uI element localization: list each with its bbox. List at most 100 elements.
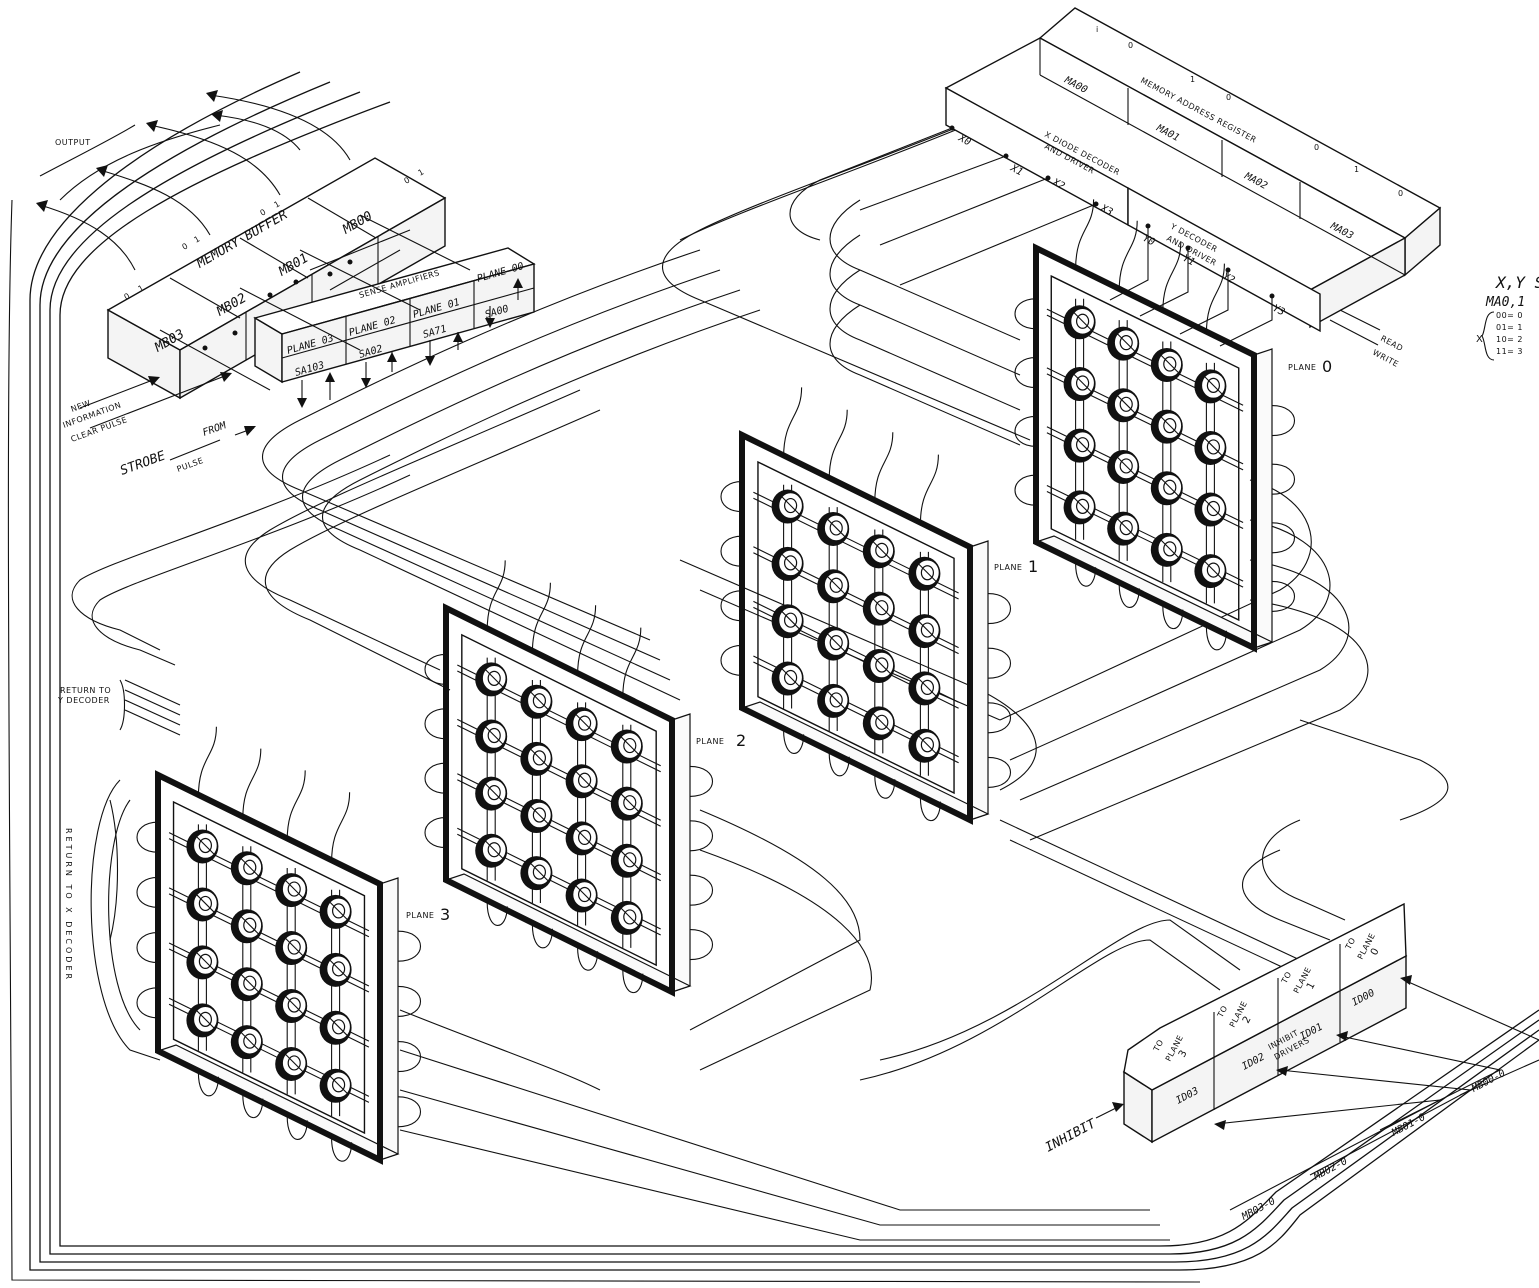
plane-lead [243, 749, 261, 819]
magnetic-core [908, 557, 940, 591]
return-to-x-vertical: RETURN TO X DECODER [64, 828, 73, 982]
return-labels: RETURN TO Y DECODER RETURN TO X DECODER [57, 680, 180, 982]
ma-bit-label: i [1096, 25, 1099, 34]
plane-lead [690, 930, 713, 960]
mb-bit-label: 0 [181, 241, 190, 252]
plane-lead [137, 877, 158, 907]
ma-bit-label: 0 [1226, 93, 1232, 102]
plane-lead [425, 818, 446, 848]
plane-lead [721, 645, 742, 675]
magnetic-core [863, 706, 895, 740]
magnetic-core [908, 729, 940, 763]
mb-input-label: MB03-0 [1239, 1196, 1277, 1223]
magnetic-core [1107, 388, 1139, 422]
magnetic-core [275, 873, 307, 907]
magnetic-core [231, 909, 263, 943]
magnetic-core [817, 684, 849, 718]
magnetic-core [772, 490, 804, 524]
plane-0-label: PLANE [1288, 363, 1316, 372]
return-to-y-line1: RETURN TO [60, 686, 111, 695]
plane-lead [690, 875, 713, 905]
plane-lead [988, 703, 1011, 733]
magnetic-core [863, 592, 895, 626]
magnetic-core [1064, 305, 1096, 339]
ma-bit-label: 0 [1314, 143, 1320, 152]
magnetic-core [1151, 348, 1183, 382]
plane-lead [875, 432, 893, 502]
xy-select-ma: MA0,1 [1485, 295, 1525, 310]
magnetic-core [1194, 554, 1226, 588]
plane-lead [1015, 299, 1036, 329]
core-plane-1 [721, 387, 1011, 820]
xy-select-row: 00= 0 [1496, 311, 1523, 320]
plane-lead [1076, 199, 1094, 269]
plane-lead [920, 455, 938, 525]
magnetic-core [275, 931, 307, 965]
plane-lead [425, 763, 446, 793]
ma-bit-label: 1 [1354, 165, 1360, 174]
plane-lead [690, 821, 713, 851]
magnetic-core [566, 707, 598, 741]
magnetic-core [520, 856, 552, 890]
plane-lead [137, 822, 158, 852]
magnetic-core [1064, 490, 1096, 524]
plane-lead [721, 482, 742, 512]
plane-2-number: 2 [736, 731, 746, 750]
from-label: FROM [201, 420, 228, 439]
plane-lead [398, 1042, 421, 1072]
magnetic-core [231, 851, 263, 885]
magnetic-core [611, 787, 643, 821]
plane-lead [784, 387, 802, 457]
plane-1-label: PLANE [994, 563, 1022, 572]
write-label: WRITE [1371, 348, 1400, 369]
magnetic-core [320, 953, 352, 987]
plane-lead [1015, 416, 1036, 446]
mb-input-label: MB02-0 [1311, 1156, 1349, 1183]
plane-lead [425, 709, 446, 739]
magnetic-core [186, 1003, 218, 1037]
magnetic-core [186, 887, 218, 921]
magnetic-core [863, 649, 895, 683]
plane-lead [398, 1097, 421, 1127]
plane-lead [988, 648, 1011, 678]
pulse-label: PULSE [176, 456, 205, 474]
plane-3-label: PLANE [406, 911, 434, 920]
magnetic-core [475, 719, 507, 753]
magnetic-core [1194, 493, 1226, 527]
ma-bit-label: 0 [1398, 189, 1404, 198]
magnetic-core [817, 569, 849, 603]
magnetic-core [1194, 369, 1226, 403]
magnetic-core [566, 879, 598, 913]
strobe-label: STROBE [118, 449, 167, 479]
ma-bit-label: 0 [1128, 41, 1134, 50]
read-label: READ [1379, 334, 1405, 353]
return-to-y-line2: Y DECODER [57, 696, 110, 705]
plane-lead [1015, 358, 1036, 388]
inhibit-label: INHIBIT [1043, 1116, 1099, 1156]
magnetic-core [1064, 429, 1096, 463]
xy-select-row: 11= 3 [1496, 347, 1523, 356]
plane-labels: PLANE 0 PLANE 1 PLANE 2 PLANE 3 [406, 357, 1332, 924]
plane-lead [829, 410, 847, 480]
magnetic-core [1064, 367, 1096, 401]
magnetic-core [772, 662, 804, 696]
core-plane-2 [425, 560, 713, 992]
magnetic-core [320, 895, 352, 929]
plane-lead [137, 988, 158, 1018]
plane-lead [137, 933, 158, 963]
magnetic-core [1107, 450, 1139, 484]
plane-lead [1015, 475, 1036, 505]
output-label: OUTPUT [55, 138, 91, 147]
magnetic-core [186, 945, 218, 979]
magnetic-core [320, 1069, 352, 1103]
magnetic-core [1151, 471, 1183, 505]
plane-lead [721, 536, 742, 566]
inhibit-drivers: TO PLANE 3 TO PLANE 2 TO PLANE 1 TO PLAN… [1124, 904, 1406, 1142]
magnetic-core [1194, 431, 1226, 465]
control-inputs: NEW INFORMATION CLEAR PULSE STROBE FROM … [62, 372, 256, 479]
plane-0-number: 0 [1322, 357, 1332, 376]
xy-select-row: 10= 2 [1496, 335, 1523, 344]
magnetic-core [1151, 410, 1183, 444]
core-plane-3 [137, 727, 421, 1161]
